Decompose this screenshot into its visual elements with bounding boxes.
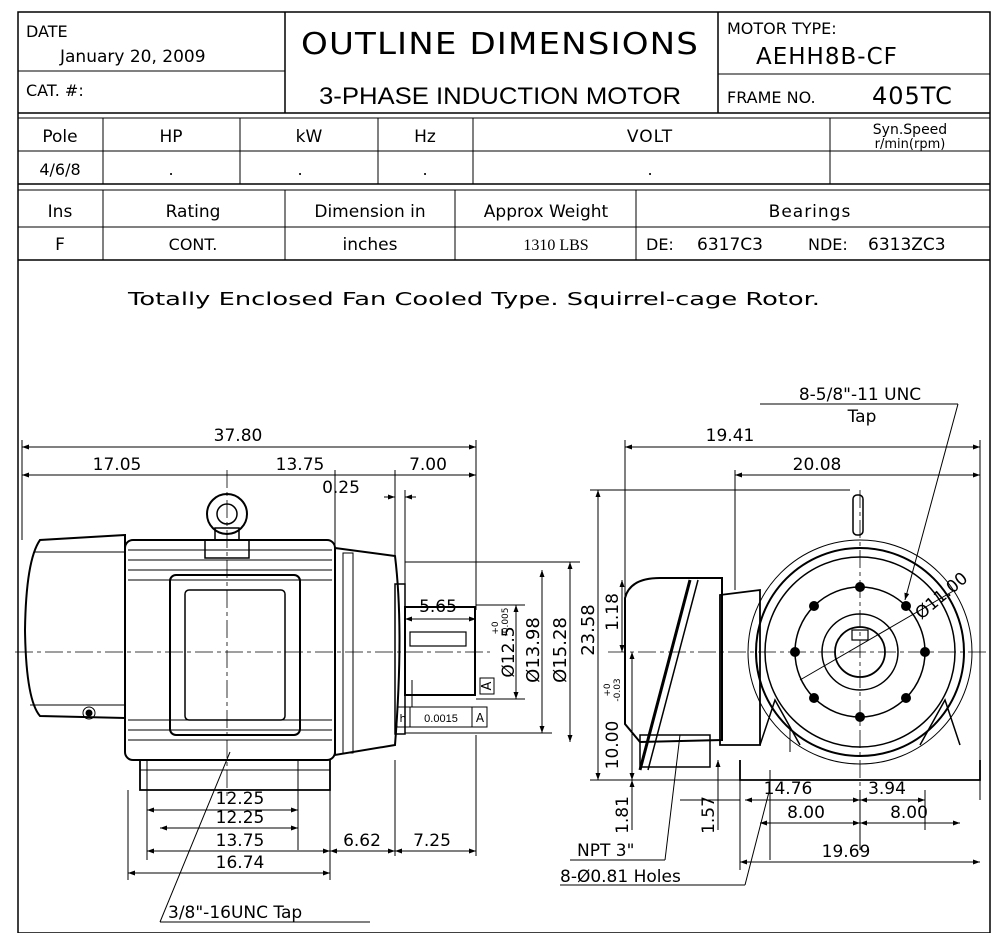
dim-key-height: 1.18 bbox=[603, 593, 623, 631]
side-dimensions bbox=[21, 440, 580, 923]
dim-shaft-tol-minus: -0.005 bbox=[501, 607, 511, 636]
dim-seg-mid: 13.75 bbox=[276, 455, 325, 475]
rating-value-kw: . bbox=[297, 160, 302, 179]
dim-seg-shaft: 7.00 bbox=[409, 455, 447, 475]
spec-ins: F bbox=[55, 235, 65, 255]
title-block bbox=[17, 11, 991, 933]
dim-shaft-height: 10.00 bbox=[603, 721, 623, 770]
dim-8-00-left: 8.00 bbox=[787, 803, 825, 823]
spec-header-dimension: Dimension in bbox=[314, 202, 425, 222]
dim-width-flange: 20.08 bbox=[793, 455, 842, 475]
dim-keyway-length: 5.65 bbox=[419, 597, 457, 617]
rating-table bbox=[18, 118, 990, 191]
dim-shaft-dia: Ø12.5 bbox=[499, 626, 519, 677]
frame-value: 405TC bbox=[872, 82, 953, 110]
end-view bbox=[608, 490, 990, 790]
end-view-dimensions bbox=[560, 403, 981, 886]
dim-foot-offset: 1.57 bbox=[699, 796, 719, 834]
dim-height-total: 23.58 bbox=[578, 604, 599, 656]
side-tap-note: 3/8"-16UNC Tap bbox=[168, 903, 302, 923]
dim-3-94: 3.94 bbox=[868, 779, 906, 799]
dim-base-c: 13.75 bbox=[216, 831, 265, 851]
spec-rating: CONT. bbox=[169, 235, 218, 254]
spec-header-bearings: Bearings bbox=[769, 202, 852, 222]
rating-header-rpm: r/min(rpm) bbox=[875, 137, 946, 152]
cat-label: CAT. #: bbox=[26, 81, 84, 100]
rating-header-pole: Pole bbox=[42, 127, 77, 147]
spec-nde-label: NDE: bbox=[808, 235, 848, 254]
runout-datum: A bbox=[476, 711, 485, 725]
motor-type-label: MOTOR TYPE: bbox=[727, 19, 837, 38]
dim-seg-rear: 17.05 bbox=[93, 455, 142, 475]
spec-header-weight: Approx Weight bbox=[484, 202, 609, 222]
rating-header-hz: Hz bbox=[414, 127, 436, 147]
rating-header-syn-speed: Syn.Speed bbox=[873, 122, 947, 138]
rating-value-volt: . bbox=[647, 160, 652, 179]
end-view-bolts bbox=[790, 582, 930, 722]
date-label: DATE bbox=[26, 22, 68, 41]
spec-weight: 1310 LBS bbox=[523, 237, 588, 254]
dim-dia-mid: Ø13.98 bbox=[523, 617, 544, 683]
date-value: January 20, 2009 bbox=[59, 47, 206, 67]
side-view bbox=[15, 470, 490, 800]
dim-base-e: 6.62 bbox=[343, 831, 381, 851]
motor-description: Totally Enclosed Fan Cooled Type. Squirr… bbox=[127, 289, 820, 310]
dim-overall-length: 37.80 bbox=[214, 426, 263, 446]
motor-type-value: AEHH8B-CF bbox=[756, 44, 898, 70]
title-line-1: OUTLINE DIMENSIONS bbox=[301, 27, 699, 62]
spec-table bbox=[18, 190, 990, 261]
npt-note: NPT 3" bbox=[577, 841, 634, 861]
holes-note: 8-Ø0.81 Holes bbox=[560, 867, 681, 887]
title-line-2: 3-PHASE INDUCTION MOTOR bbox=[319, 83, 681, 110]
runout-value: 0.0015 bbox=[424, 713, 458, 725]
rating-value-hp: . bbox=[168, 160, 173, 179]
dim-shoulder: 0.25 bbox=[322, 478, 360, 498]
dim-dia-flange: Ø15.28 bbox=[550, 617, 571, 683]
rating-header-kw: kW bbox=[296, 127, 323, 147]
spec-header-rating: Rating bbox=[166, 202, 221, 222]
rating-header-hp: HP bbox=[159, 127, 182, 147]
dim-8-00-right: 8.00 bbox=[890, 803, 928, 823]
dim-base-f: 7.25 bbox=[413, 831, 451, 851]
dim-base-d: 16.74 bbox=[216, 853, 265, 873]
spec-header-ins: Ins bbox=[48, 202, 73, 222]
rating-value-hz: . bbox=[422, 160, 427, 179]
datum-a-label: A bbox=[480, 681, 495, 690]
dim-shaft-tol-plus: +0 bbox=[491, 621, 501, 635]
end-tap-note-1: 8-5/8"-11 UNC bbox=[799, 385, 921, 405]
end-tap-note-2: Tap bbox=[847, 407, 877, 427]
spec-nde-value: 6313ZC3 bbox=[868, 235, 946, 255]
spec-dimension: inches bbox=[343, 235, 398, 255]
runout-symbol: h bbox=[400, 712, 407, 725]
dim-14-76: 14.76 bbox=[764, 779, 813, 799]
dim-19-69: 19.69 bbox=[822, 842, 871, 862]
spec-de-value: 6317C3 bbox=[697, 235, 763, 255]
dim-shaft-height-tol-minus: -0.03 bbox=[613, 678, 623, 701]
dim-bolt-circle: Ø11.00 bbox=[912, 569, 972, 624]
dim-shaft-height-tol-plus: +0 bbox=[603, 683, 613, 697]
dim-width-top: 19.41 bbox=[706, 426, 755, 446]
rating-value-pole: 4/6/8 bbox=[39, 160, 80, 179]
dim-base-b: 12.25 bbox=[216, 808, 265, 828]
spec-de-label: DE: bbox=[646, 235, 674, 254]
dim-base-a: 12.25 bbox=[216, 789, 265, 809]
dim-foot-height: 1.81 bbox=[613, 796, 633, 834]
rating-header-volt: VOLT bbox=[627, 127, 673, 147]
frame-label: FRAME NO. bbox=[727, 88, 816, 107]
